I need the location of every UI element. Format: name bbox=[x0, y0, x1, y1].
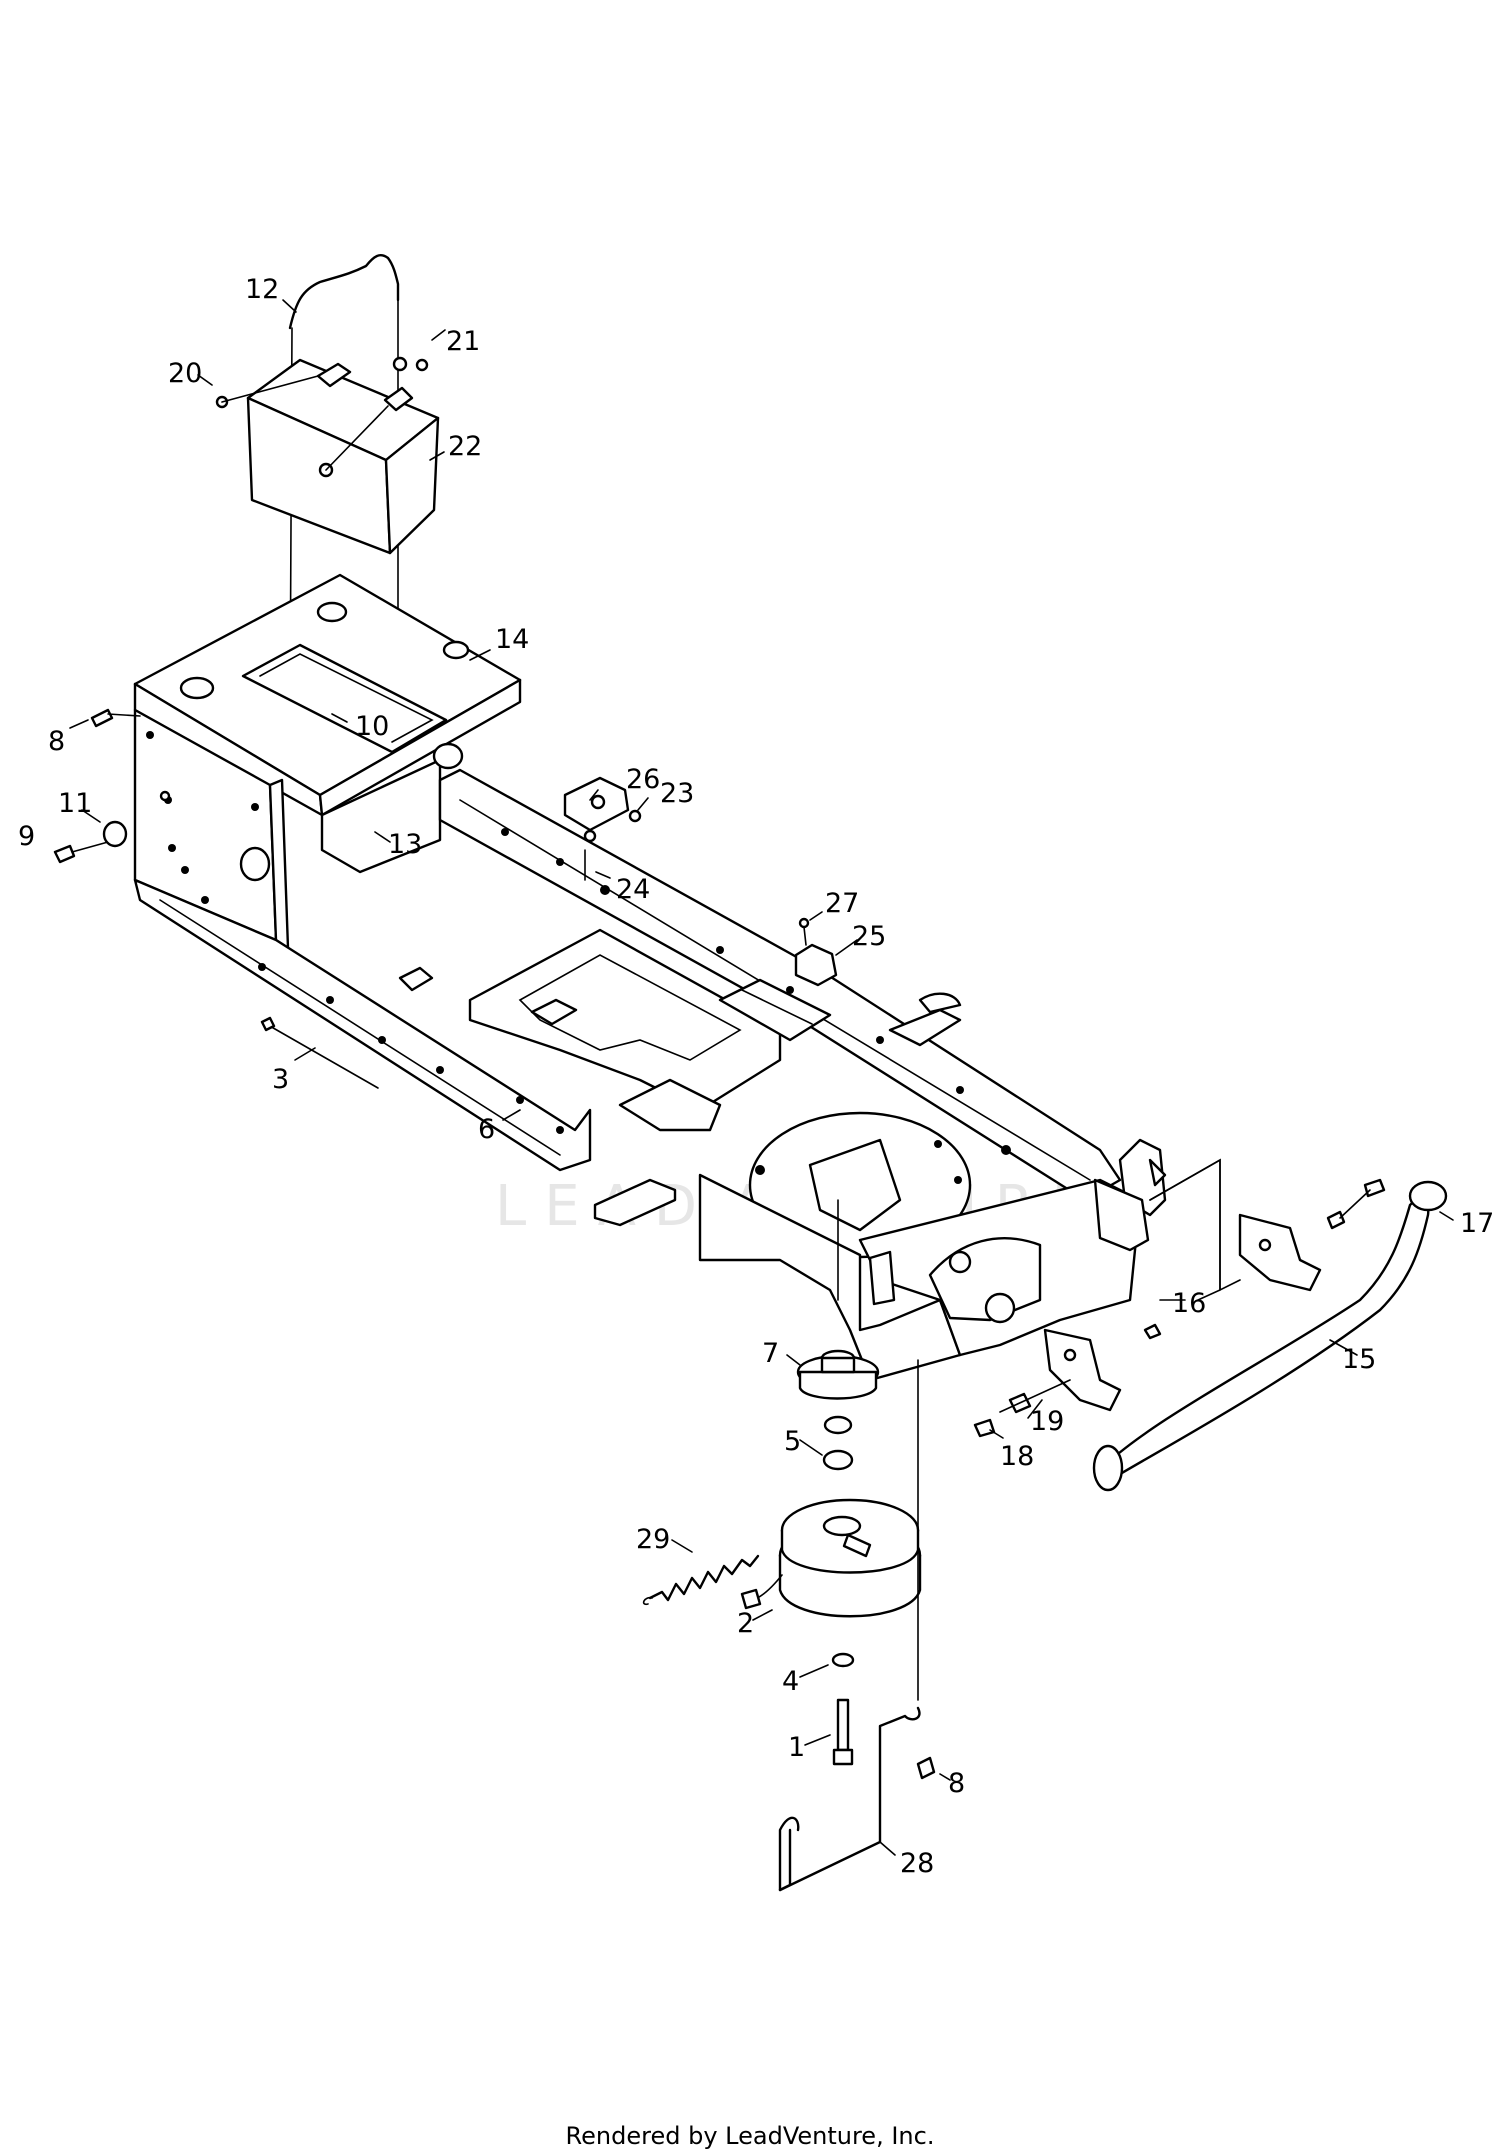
foot-pedals bbox=[593, 992, 962, 1227]
callout-10: 10 bbox=[355, 711, 389, 742]
callout-20: 20 bbox=[168, 358, 202, 389]
callout-15: 15 bbox=[1342, 1344, 1376, 1375]
callout-18: 18 bbox=[1000, 1441, 1034, 1472]
seat-switch-assembly bbox=[563, 776, 642, 881]
callout-22: 22 bbox=[448, 431, 482, 462]
front-axle bbox=[973, 1158, 1448, 1492]
frame-center-plate bbox=[468, 928, 832, 1132]
frame-front-section bbox=[698, 1173, 1142, 1382]
leader-lines bbox=[69, 299, 1454, 1856]
callout-5: 5 bbox=[784, 1426, 801, 1457]
callout-26: 26 bbox=[626, 764, 660, 795]
bracket-25 bbox=[794, 917, 838, 987]
callout-12: 12 bbox=[245, 274, 279, 305]
callout-28: 28 bbox=[900, 1848, 934, 1879]
callout-8-left: 8 bbox=[48, 726, 65, 757]
callout-9: 9 bbox=[18, 821, 35, 852]
clutch-bolt bbox=[831, 1652, 855, 1766]
spacers bbox=[822, 1415, 854, 1471]
callout-7: 7 bbox=[762, 1338, 779, 1369]
callout-27: 27 bbox=[825, 888, 859, 919]
callout-25: 25 bbox=[852, 921, 886, 952]
callout-29: 29 bbox=[636, 1524, 670, 1555]
callout-4: 4 bbox=[782, 1666, 799, 1697]
callout-17: 17 bbox=[1460, 1208, 1494, 1239]
pto-rod bbox=[778, 1359, 936, 1892]
cable-tie bbox=[260, 1016, 379, 1089]
footer-credit: Rendered by LeadVenture, Inc. bbox=[565, 2122, 935, 2150]
callout-labels: 1 2 3 4 5 6 7 8 9 10 11 12 13 14 15 16 1… bbox=[18, 274, 1494, 1879]
battery bbox=[215, 356, 440, 555]
callout-3: 3 bbox=[272, 1064, 289, 1095]
callout-11: 11 bbox=[58, 788, 92, 819]
callout-19: 19 bbox=[1030, 1406, 1064, 1437]
callout-23: 23 bbox=[660, 778, 694, 809]
frame-steering-cutout bbox=[748, 1111, 1011, 1259]
electric-clutch bbox=[740, 1498, 922, 1618]
callout-16: 16 bbox=[1172, 1288, 1206, 1319]
callout-24: 24 bbox=[616, 874, 650, 905]
pulley bbox=[796, 1199, 880, 1400]
callout-21: 21 bbox=[446, 326, 480, 357]
callout-1: 1 bbox=[788, 1732, 805, 1763]
callout-8-bottom: 8 bbox=[948, 1768, 965, 1799]
left-hardware bbox=[53, 708, 171, 864]
frame-rail-left bbox=[133, 878, 592, 1172]
callout-14: 14 bbox=[495, 624, 529, 655]
callout-2: 2 bbox=[737, 1608, 754, 1639]
spring bbox=[642, 1554, 760, 1606]
callout-13: 13 bbox=[388, 829, 422, 860]
callout-6: 6 bbox=[478, 1114, 495, 1145]
